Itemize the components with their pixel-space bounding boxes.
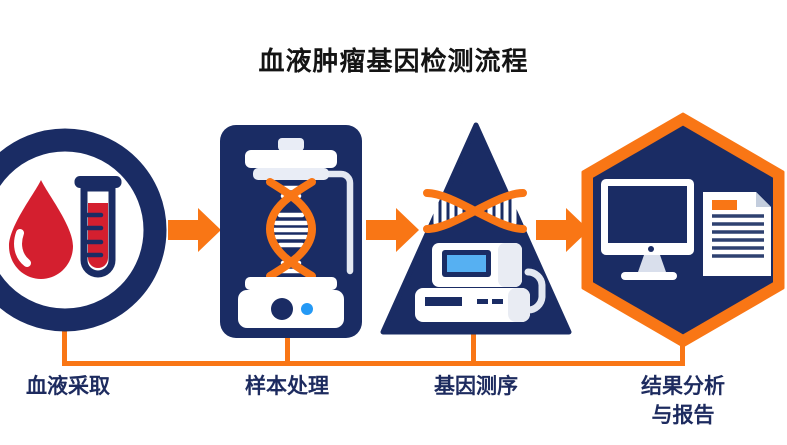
- step4-label-line2: 与报告: [651, 402, 715, 427]
- machine-dial: [271, 298, 293, 320]
- step4-analysis-report-icon: [581, 112, 785, 348]
- step3-gene-sequencing-icon: [380, 122, 572, 335]
- step3-label: 基因测序: [434, 374, 518, 398]
- flow-arrow-1-icon: [168, 208, 221, 252]
- step1-blood-collection-icon: [0, 128, 167, 332]
- monitor-base: [621, 272, 677, 280]
- step2-label: 样本处理: [245, 374, 329, 398]
- machine-press-bar: [253, 168, 329, 180]
- computer-monitor-icon: [601, 179, 694, 280]
- blood-drop-icon: [9, 180, 73, 279]
- sequencer-slot: [425, 297, 462, 306]
- connector-stub-step1: [62, 331, 67, 361]
- step4-label: 结果分析 与报告: [593, 372, 773, 430]
- flow-arrow-2-icon: [366, 208, 419, 252]
- sequencer-machine-icon: [415, 243, 546, 322]
- document-fold-corner: [756, 192, 771, 207]
- monitor-stand: [638, 255, 666, 272]
- step1-label: 血液采取: [26, 374, 110, 398]
- dna-helix-vertical-icon: [265, 178, 317, 280]
- machine-knob: [278, 138, 304, 151]
- connector-stub-step3: [471, 330, 476, 361]
- step4-label-line1: 结果分析: [641, 374, 725, 398]
- blood-drop-highlight: [14, 229, 31, 267]
- machine-top-bar: [245, 150, 337, 168]
- step2-sample-processing-icon: [220, 125, 362, 338]
- connector-horizontal-line: [62, 361, 685, 366]
- machine-tube: [322, 170, 354, 275]
- dna-helix-horizontal-icon: [423, 189, 527, 233]
- sequencer-handle: [524, 268, 546, 314]
- flow-arrow-3-icon: [536, 208, 589, 252]
- test-tube-icon: [74, 176, 122, 278]
- machine-indicator-light: [301, 303, 313, 315]
- connector-stub-step4: [680, 343, 685, 361]
- report-document-icon: [703, 192, 771, 276]
- sequencer-screen: [447, 255, 486, 272]
- document-header-bar: [712, 200, 737, 210]
- page-title: 血液肿瘤基因检测流程: [258, 47, 529, 77]
- machine-platform: [245, 277, 337, 290]
- connector-stub-step2: [285, 336, 290, 361]
